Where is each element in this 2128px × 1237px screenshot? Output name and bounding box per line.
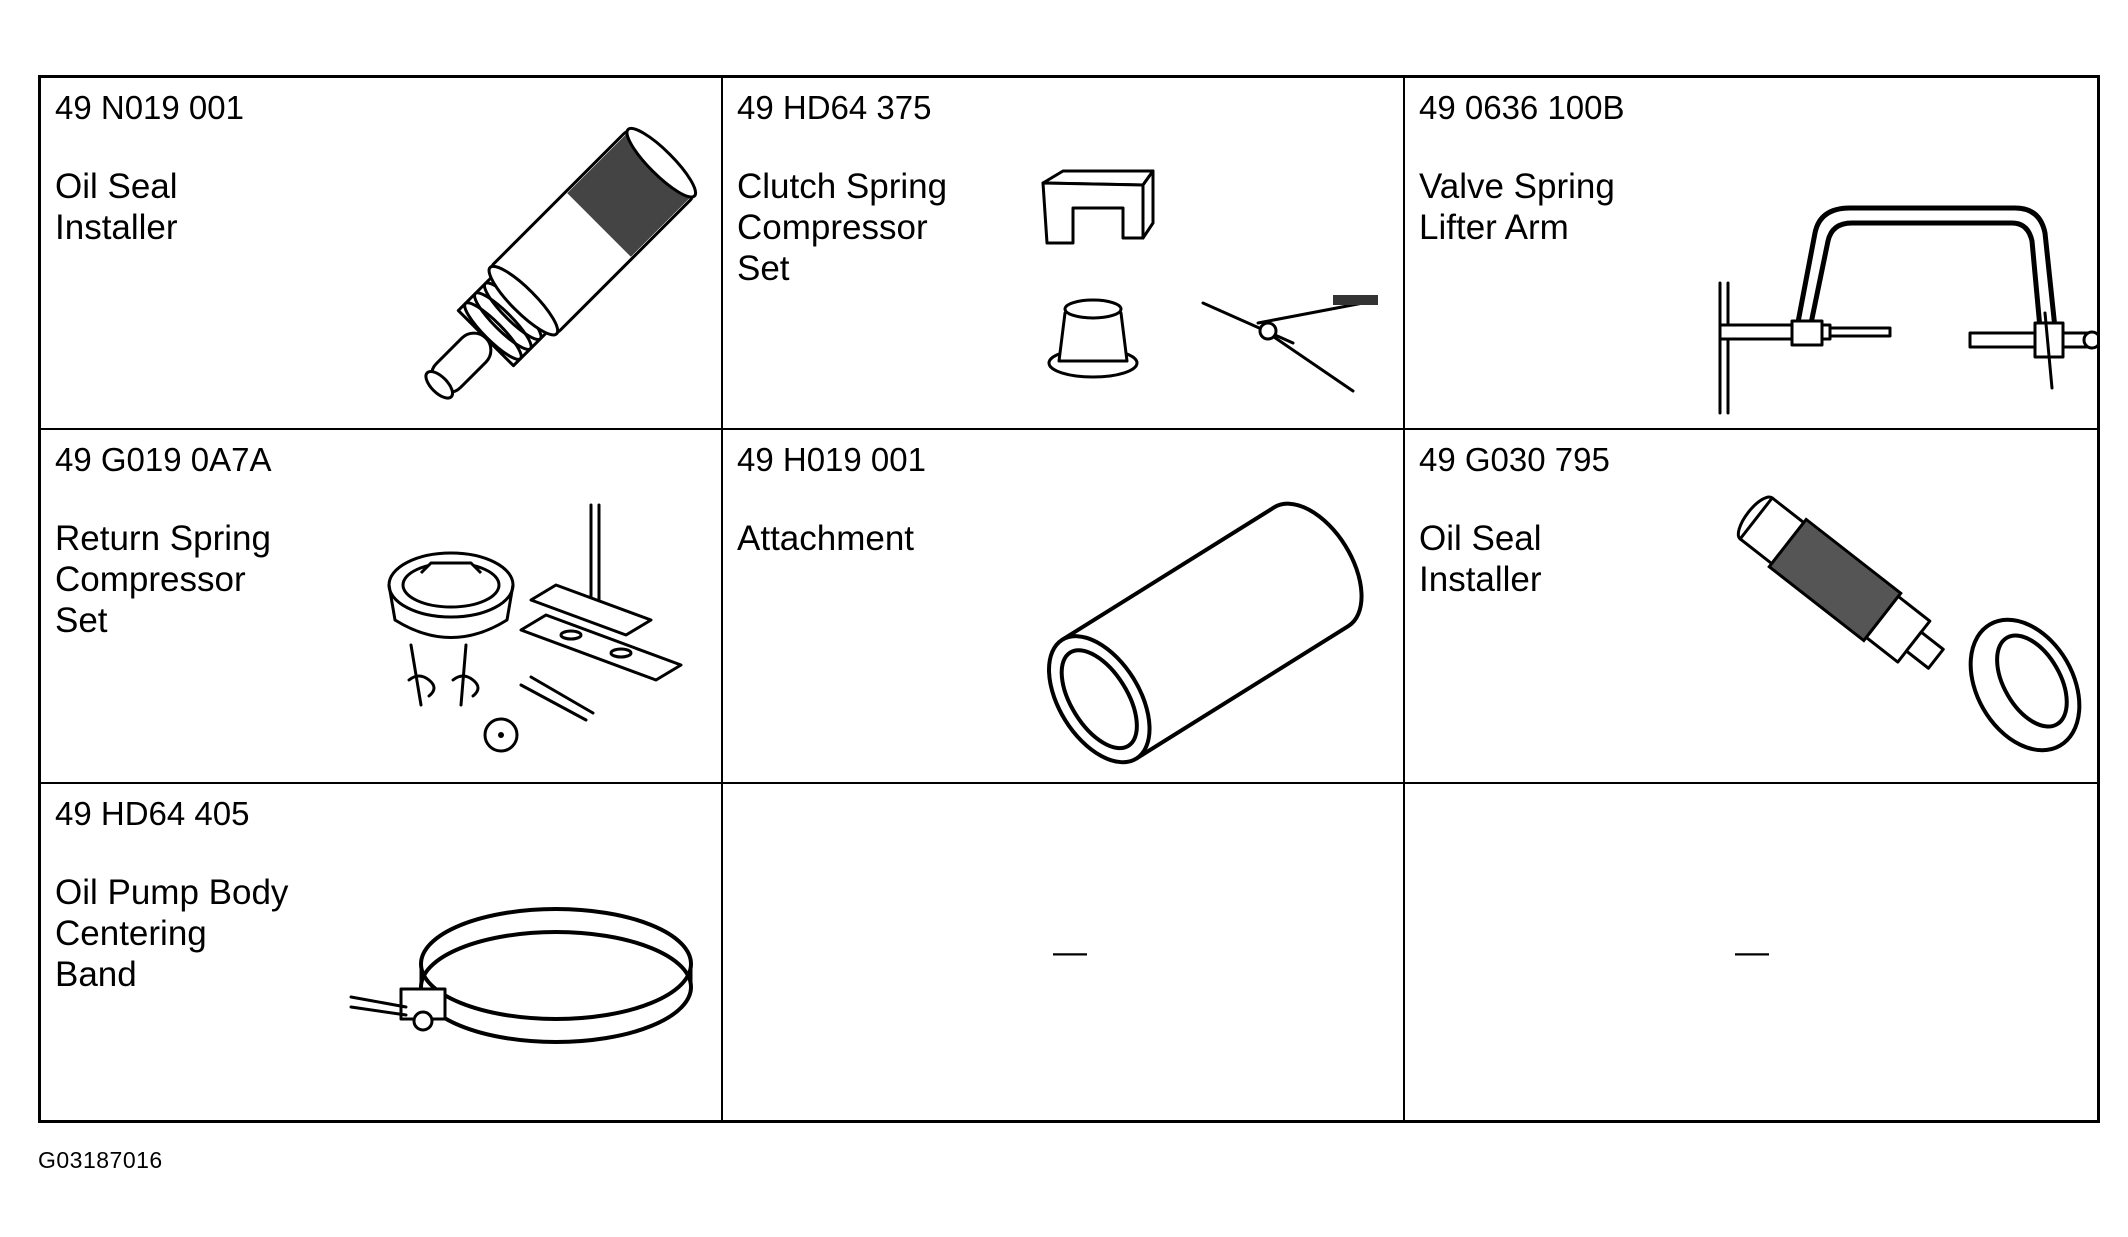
part-number: 49 G030 795: [1419, 441, 1610, 478]
attachment-sleeve-icon: [1047, 485, 1378, 765]
tool-cell-attachment: 49 H019 001 Attachment: [723, 430, 1405, 784]
tool-description: Valve Spring Lifter Arm: [1419, 167, 1615, 247]
part-number: 49 HD64 375: [737, 89, 932, 126]
return-spring-compressor-icon: [381, 503, 711, 765]
tool-cell-oil-seal-installer-ring: 49 G030 795 Oil Seal Installer: [1405, 430, 2097, 784]
tool-description: Attachment: [737, 519, 915, 558]
clutch-spring-compressor-icon: [1033, 163, 1383, 403]
empty-dash: —: [1053, 933, 1087, 971]
empty-cell: —: [1405, 784, 2097, 1120]
oil-seal-installer-ring-icon: [1715, 470, 2095, 760]
part-number: 49 N019 001: [55, 89, 244, 126]
centering-band-icon: [349, 879, 701, 1089]
part-number: 49 H019 001: [737, 441, 926, 478]
tool-description: Oil Pump Body Centering Band: [55, 873, 289, 994]
oil-seal-installer-icon: [381, 126, 711, 423]
part-number: 49 HD64 405: [55, 795, 250, 832]
figure-id: G03187016: [38, 1147, 163, 1173]
part-number: 49 G019 0A7A: [55, 441, 272, 478]
tool-cell-valve-spring-lifter: 49 0636 100B Valve Spring Lifter Arm: [1405, 78, 2097, 430]
part-number: 49 0636 100B: [1419, 89, 1625, 126]
empty-dash: —: [1735, 933, 1769, 971]
tool-cell-oil-seal-installer: 49 N019 001 Oil Seal Installer: [41, 78, 723, 430]
special-tools-table: 49 N019 001 Oil Seal Installer 49: [38, 75, 2100, 1123]
tool-description: Return Spring Compressor Set: [55, 519, 271, 640]
tool-description: Oil Seal Installer: [55, 167, 178, 247]
tool-cell-return-spring-compressor: 49 G019 0A7A Return Spring Compressor Se…: [41, 430, 723, 784]
valve-spring-lifter-icon: [1700, 163, 2097, 415]
empty-cell: —: [723, 784, 1405, 1120]
tool-cell-centering-band: 49 HD64 405 Oil Pump Body Centering Band: [41, 784, 723, 1120]
tool-description: Clutch Spring Compressor Set: [737, 167, 948, 288]
tool-description: Oil Seal Installer: [1419, 519, 1542, 599]
tool-cell-clutch-spring-compressor: 49 HD64 375 Clutch Spring Compressor Set: [723, 78, 1405, 430]
